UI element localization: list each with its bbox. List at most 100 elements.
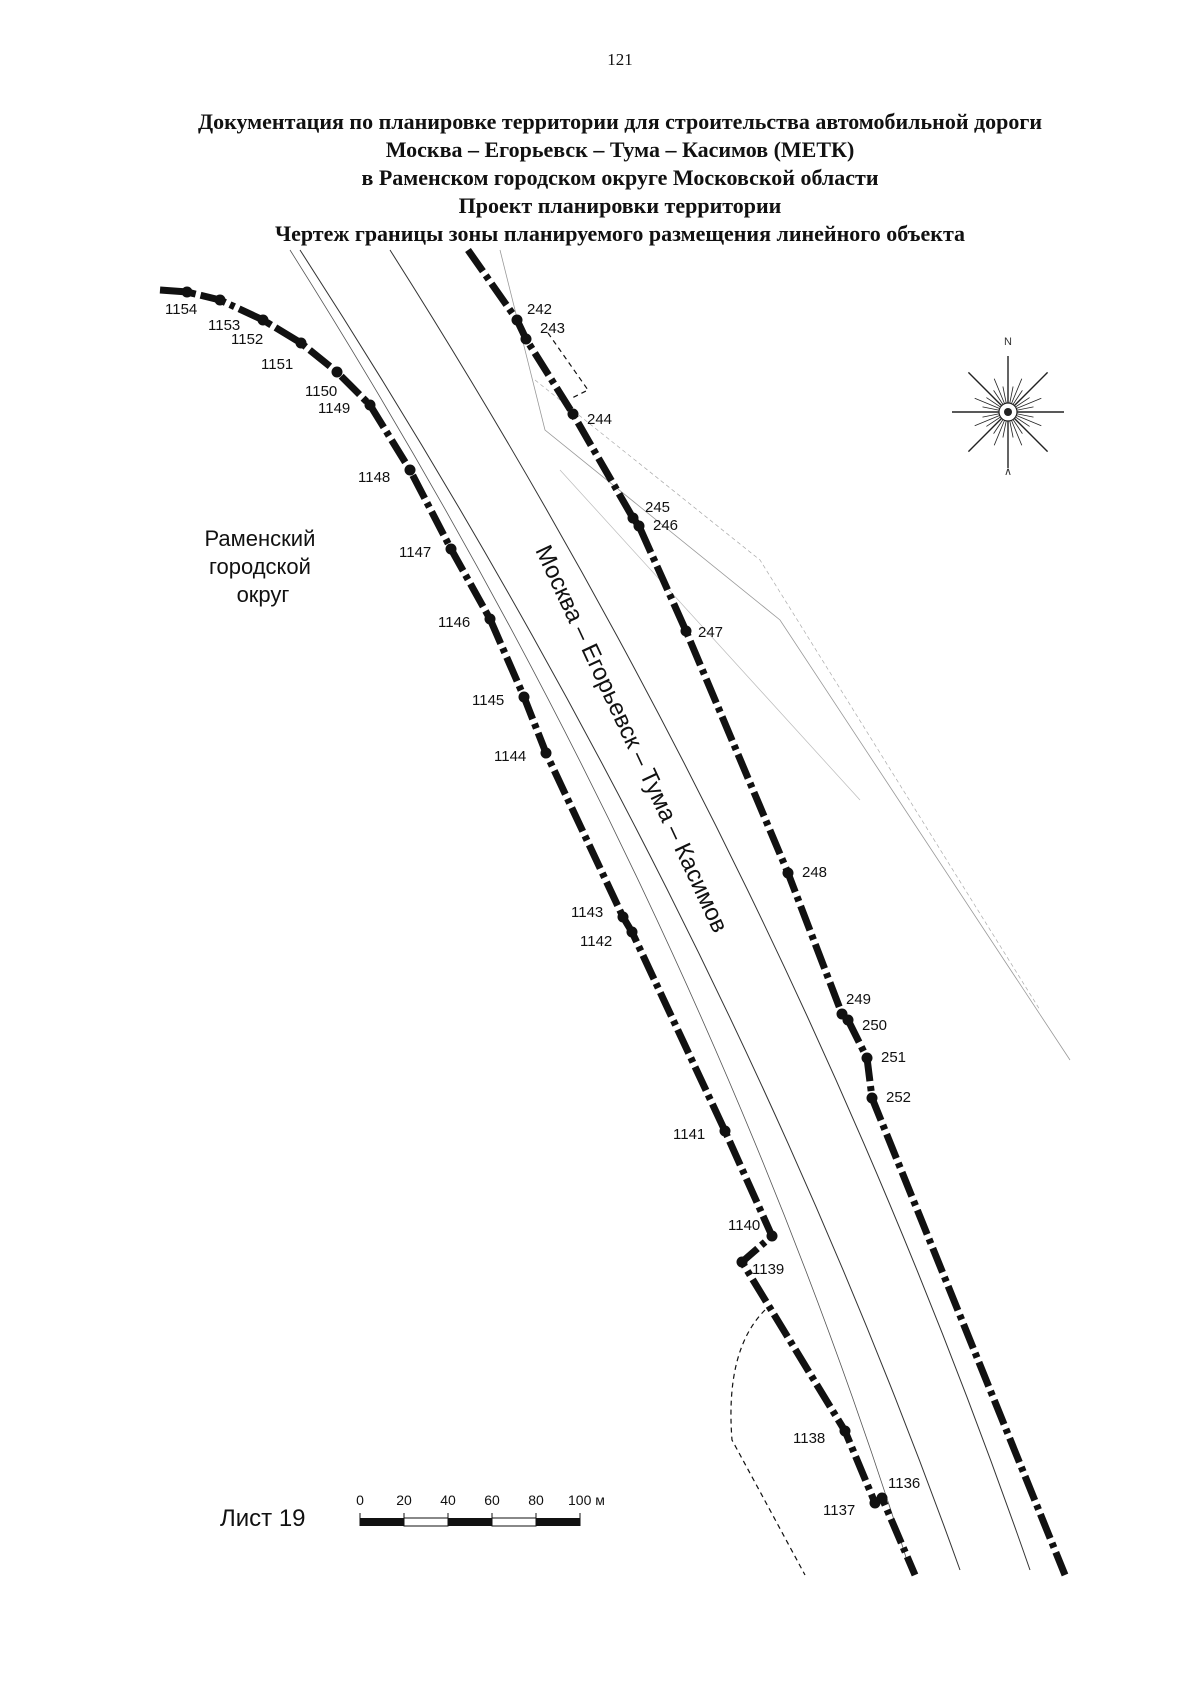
base-lines bbox=[289, 249, 1071, 1576]
right-boundary-point-marker bbox=[627, 512, 639, 524]
title-line-2: Москва – Егорьевск – Тума – Касимов (МЕТ… bbox=[385, 137, 855, 162]
left-boundary-point-label: 1150 bbox=[305, 383, 337, 400]
left-boundary-point-marker bbox=[839, 1425, 851, 1437]
scale-bar: 0 20 40 60 80 100 м bbox=[356, 1492, 605, 1527]
left-boundary-point-label: 1147 bbox=[399, 544, 431, 561]
road-edge-line bbox=[299, 249, 961, 1571]
region-label-line-3: округ bbox=[237, 582, 290, 607]
scale-segment bbox=[403, 1517, 449, 1527]
document-title: Документация по планировке территории дл… bbox=[0, 108, 1200, 248]
scale-label: 0 bbox=[356, 1492, 364, 1508]
left-boundary-line bbox=[159, 286, 919, 1577]
region-label-line-2: городской bbox=[209, 554, 311, 579]
road-edge-line bbox=[289, 249, 911, 1571]
left-boundary-point-marker bbox=[484, 613, 496, 625]
right-boundary-point-label: 251 bbox=[881, 1049, 906, 1066]
left-boundary-point-label: 1143 bbox=[571, 904, 603, 921]
scale-segment bbox=[536, 1518, 580, 1526]
right-boundary-point-label: 246 bbox=[653, 517, 678, 534]
compass-center-dot bbox=[1004, 408, 1012, 416]
right-boundary-point-label: 244 bbox=[587, 411, 612, 428]
right-boundary-point-label: 250 bbox=[862, 1017, 887, 1034]
right-boundary-line bbox=[465, 248, 1069, 1577]
left-boundary-point-label: 1149 bbox=[318, 400, 350, 417]
region-label-line-1: Раменский bbox=[204, 526, 315, 551]
scale-label: 40 bbox=[440, 1492, 456, 1508]
dashed-existing-line bbox=[730, 1309, 806, 1576]
right-boundary-point-label: 248 bbox=[802, 864, 827, 881]
left-boundary-point-label: 1148 bbox=[358, 469, 390, 486]
right-boundary-point-label: 245 bbox=[645, 499, 670, 516]
left-boundary-point-marker bbox=[445, 543, 457, 555]
right-boundary-point-marker bbox=[866, 1092, 878, 1104]
left-boundary-point-marker bbox=[214, 294, 226, 306]
compass-north-label: N bbox=[1004, 336, 1012, 348]
right-boundary-point-marker bbox=[861, 1052, 873, 1064]
left-boundary-point-label: 1151 bbox=[261, 356, 293, 373]
left-boundary-point-marker bbox=[626, 926, 638, 938]
left-boundary-point-label: 1140 bbox=[728, 1217, 760, 1234]
left-boundary-point-marker bbox=[719, 1125, 731, 1137]
title-line-4: Проект планировки территории bbox=[458, 193, 782, 218]
right-boundary-point-label: 243 bbox=[540, 320, 565, 337]
right-boundary-point-label: 242 bbox=[527, 301, 552, 318]
right-boundary-point-label: 247 bbox=[698, 624, 723, 641]
left-boundary-point-label: 1145 bbox=[472, 692, 504, 709]
cadastral-line bbox=[534, 379, 1041, 1011]
left-boundary-point-marker bbox=[518, 691, 530, 703]
compass-rose: N ∧ bbox=[952, 336, 1064, 478]
left-boundary-point-label: 1138 bbox=[793, 1430, 825, 1447]
left-boundary-point-marker bbox=[295, 337, 307, 349]
cadastral-line bbox=[559, 469, 861, 801]
scale-label: 100 м bbox=[568, 1492, 605, 1508]
title-line-5: Чертеж границы зоны планируемого размеще… bbox=[274, 221, 966, 246]
left-boundary-point-marker bbox=[364, 399, 376, 411]
scale-label: 60 bbox=[484, 1492, 500, 1508]
left-boundary-point-label: 1137 bbox=[823, 1502, 855, 1519]
left-boundary-point-marker bbox=[766, 1230, 778, 1242]
boundary-lines bbox=[159, 248, 1069, 1577]
scale-segment bbox=[491, 1517, 537, 1527]
road-edge-line bbox=[389, 249, 1031, 1571]
left-boundary-point-label: 1152 bbox=[231, 331, 263, 348]
right-boundary-point-marker bbox=[842, 1014, 854, 1026]
left-boundary-point-marker bbox=[736, 1256, 748, 1268]
left-boundary-point-marker bbox=[257, 314, 269, 326]
right-boundary-point-label: 249 bbox=[846, 991, 871, 1008]
left-boundary-point-marker bbox=[876, 1492, 888, 1504]
left-boundary-point-marker bbox=[540, 747, 552, 759]
left-boundary-point-label: 1153 bbox=[208, 317, 240, 334]
right-boundary-point-marker bbox=[680, 625, 692, 637]
right-boundary-point-marker bbox=[520, 333, 532, 345]
left-boundary-point-label: 1154 bbox=[165, 301, 197, 318]
left-boundary-point-label: 1146 bbox=[438, 614, 470, 631]
scale-label: 20 bbox=[396, 1492, 412, 1508]
left-boundary-point-marker bbox=[404, 464, 416, 476]
left-boundary-point-marker bbox=[617, 911, 629, 923]
left-boundary-point-label: 1144 bbox=[494, 748, 526, 765]
dashed-parcel bbox=[547, 332, 589, 399]
right-boundary-point-marker bbox=[511, 314, 523, 326]
title-line-1: Документация по планировке территории дл… bbox=[197, 109, 1043, 134]
right-boundary-point-marker bbox=[567, 408, 579, 420]
left-boundary-point-marker bbox=[181, 286, 193, 298]
scale-segment bbox=[448, 1518, 492, 1526]
left-boundary-point-marker bbox=[331, 366, 343, 378]
title-line-3: в Раменском городском округе Московской … bbox=[361, 165, 879, 190]
left-boundary-point-label: 1139 bbox=[752, 1261, 784, 1278]
right-boundary-point-label: 252 bbox=[886, 1089, 911, 1106]
right-boundary-point-marker bbox=[633, 520, 645, 532]
road-label: Москва – Егорьевск – Тума – Касимов bbox=[530, 541, 734, 937]
compass-south-mark: ∧ bbox=[1004, 466, 1012, 478]
scale-label: 80 bbox=[528, 1492, 544, 1508]
sheet-label: Лист 19 bbox=[220, 1505, 306, 1532]
region-label: Раменский городской округ bbox=[204, 526, 321, 607]
left-boundary-point-label: 1136 bbox=[888, 1475, 920, 1492]
left-boundary-point-label: 1141 bbox=[673, 1126, 705, 1143]
page-number: 121 bbox=[607, 50, 633, 69]
right-boundary-point-marker bbox=[782, 867, 794, 879]
scale-segment bbox=[360, 1518, 404, 1526]
left-boundary-point-label: 1142 bbox=[580, 933, 612, 950]
